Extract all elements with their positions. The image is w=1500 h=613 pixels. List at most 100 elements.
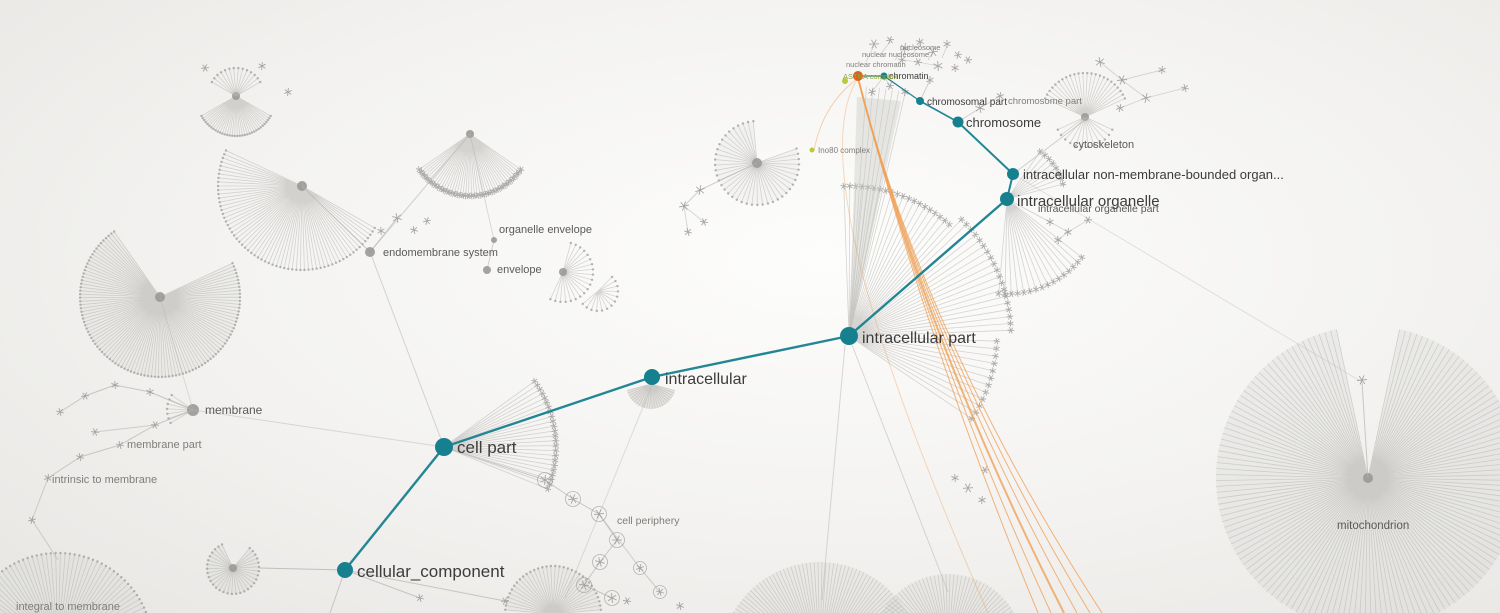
node-label-cell-part[interactable]: cell part — [457, 438, 517, 457]
node-nucleosome[interactable] — [853, 71, 863, 81]
collapsed-term-node[interactable] — [655, 587, 665, 597]
collapsed-term-node[interactable] — [258, 61, 266, 71]
node-label-intracellular-nmb-organelle[interactable]: intracellular non-membrane-bounded organ… — [1023, 167, 1284, 182]
collapsed-term-node[interactable] — [913, 58, 923, 66]
collapsed-term-node[interactable] — [636, 564, 644, 572]
collapsed-term-node[interactable] — [1046, 218, 1054, 226]
collapsed-term-node[interactable] — [699, 218, 709, 226]
graph-label[interactable]: mitochondrion — [1337, 520, 1409, 532]
collapsed-term-node[interactable] — [897, 56, 907, 64]
node-label-cellular-component[interactable]: cellular_component — [357, 562, 505, 581]
collapsed-term-node[interactable] — [1141, 93, 1151, 103]
collapsed-term-node[interactable] — [996, 92, 1004, 100]
gray-term-node[interactable] — [491, 237, 497, 243]
cluster-hub-node[interactable] — [559, 268, 567, 276]
graph-label[interactable]: envelope — [497, 264, 542, 276]
node-chromosomal-part[interactable] — [916, 97, 924, 105]
graph-label[interactable]: cell periphery — [617, 515, 680, 527]
collapsed-term-node[interactable] — [90, 428, 100, 436]
collapsed-term-node[interactable] — [962, 483, 974, 493]
collapsed-term-node[interactable] — [868, 39, 880, 49]
lime-term-node[interactable] — [809, 147, 815, 153]
collapsed-term-node[interactable] — [540, 474, 550, 486]
graph-label[interactable]: endomembrane system — [383, 247, 498, 259]
collapsed-term-node[interactable] — [1064, 227, 1072, 237]
graph-label[interactable]: organelle envelope — [499, 224, 592, 236]
collapsed-term-node[interactable] — [980, 466, 990, 474]
collapsed-term-node[interactable] — [926, 76, 934, 84]
cluster-hub-node[interactable] — [229, 564, 237, 572]
collapsed-term-node[interactable] — [568, 494, 578, 504]
node-intracellular-organelle[interactable] — [1000, 192, 1014, 206]
collapsed-term-node[interactable] — [1116, 75, 1128, 85]
collapsed-term-node[interactable] — [886, 36, 894, 44]
collapsed-term-node[interactable] — [595, 557, 605, 567]
graph-label[interactable]: intracellular organelle part — [1038, 203, 1159, 215]
collapsed-term-node[interactable] — [679, 201, 689, 211]
collapsed-term-node[interactable] — [115, 440, 125, 450]
node-cell-part[interactable] — [435, 438, 453, 456]
lime-term-node[interactable] — [842, 78, 848, 84]
cluster-hub-node[interactable] — [155, 292, 165, 302]
collapsed-term-node[interactable] — [500, 597, 510, 605]
node-intracellular-nmb-organelle[interactable] — [1007, 168, 1019, 180]
collapsed-term-node[interactable] — [953, 51, 963, 59]
collapsed-term-node[interactable] — [676, 602, 684, 610]
collapsed-term-node[interactable] — [975, 103, 985, 113]
collapsed-term-node[interactable] — [607, 592, 617, 604]
collapsed-term-node[interactable] — [1095, 57, 1105, 67]
collapsed-term-node[interactable] — [951, 63, 959, 73]
node-chromatin[interactable] — [880, 72, 888, 80]
collapsed-term-node[interactable] — [1158, 65, 1166, 75]
collapsed-term-node[interactable] — [933, 60, 943, 72]
collapsed-term-node[interactable] — [111, 380, 119, 390]
collapsed-term-node[interactable] — [392, 213, 402, 223]
collapsed-term-node[interactable] — [901, 87, 909, 97]
collapsed-term-node[interactable] — [200, 64, 210, 72]
collapsed-term-node[interactable] — [943, 39, 951, 49]
collapsed-term-node[interactable] — [1116, 104, 1124, 112]
collapsed-term-node[interactable] — [55, 407, 65, 417]
collapsed-term-node[interactable] — [928, 47, 938, 57]
collapsed-term-node[interactable] — [1083, 216, 1093, 224]
graph-label[interactable]: chromosome part — [1008, 96, 1082, 107]
collapsed-term-node[interactable] — [978, 495, 986, 505]
graph-label[interactable]: cytoskeleton — [1073, 139, 1134, 151]
graph-label[interactable]: nuclear chromatin — [846, 60, 906, 69]
collapsed-term-node[interactable] — [684, 227, 692, 237]
collapsed-term-node[interactable] — [146, 388, 154, 396]
node-label-intracellular[interactable]: intracellular — [665, 371, 747, 388]
graph-label[interactable]: intrinsic to membrane — [52, 474, 157, 486]
collapsed-term-node[interactable] — [916, 38, 924, 46]
graph-label[interactable]: integral to membrane — [16, 601, 120, 613]
node-cellular-component[interactable] — [337, 562, 353, 578]
graph-label[interactable]: ASTRA complex — [843, 72, 898, 81]
collapsed-term-node[interactable] — [76, 453, 84, 461]
collapsed-term-node[interactable] — [611, 535, 623, 545]
collapsed-term-node[interactable] — [868, 87, 876, 97]
collapsed-term-node[interactable] — [1054, 235, 1062, 245]
graph-label[interactable]: membrane part — [127, 439, 202, 451]
node-intracellular[interactable] — [644, 369, 660, 385]
graph-label[interactable]: nuclear nucleosome — [862, 50, 929, 59]
collapsed-term-node[interactable] — [410, 226, 418, 234]
node-chromosome[interactable] — [952, 116, 964, 128]
collapsed-term-node[interactable] — [963, 56, 973, 64]
collapsed-term-node[interactable] — [593, 509, 605, 519]
collapsed-term-node[interactable] — [886, 82, 894, 90]
collapsed-term-node[interactable] — [951, 473, 959, 483]
collapsed-term-node[interactable] — [415, 593, 425, 603]
collapsed-term-node[interactable] — [44, 473, 52, 483]
collapsed-term-node[interactable] — [1180, 83, 1190, 93]
collapsed-term-node[interactable] — [622, 597, 632, 605]
collapsed-term-node[interactable] — [284, 87, 292, 97]
node-label-chromosome[interactable]: chromosome — [966, 115, 1041, 130]
node-label-intracellular-part[interactable]: intracellular part — [862, 330, 976, 347]
node-intracellular-part[interactable] — [840, 327, 858, 345]
collapsed-term-node[interactable] — [377, 226, 385, 236]
graph-label[interactable]: membrane — [205, 403, 263, 417]
graph-label[interactable]: nucleosome — [900, 43, 940, 52]
node-label-chromosomal-part[interactable]: chromosomal part — [927, 97, 1007, 108]
collapsed-term-node[interactable] — [695, 185, 705, 195]
